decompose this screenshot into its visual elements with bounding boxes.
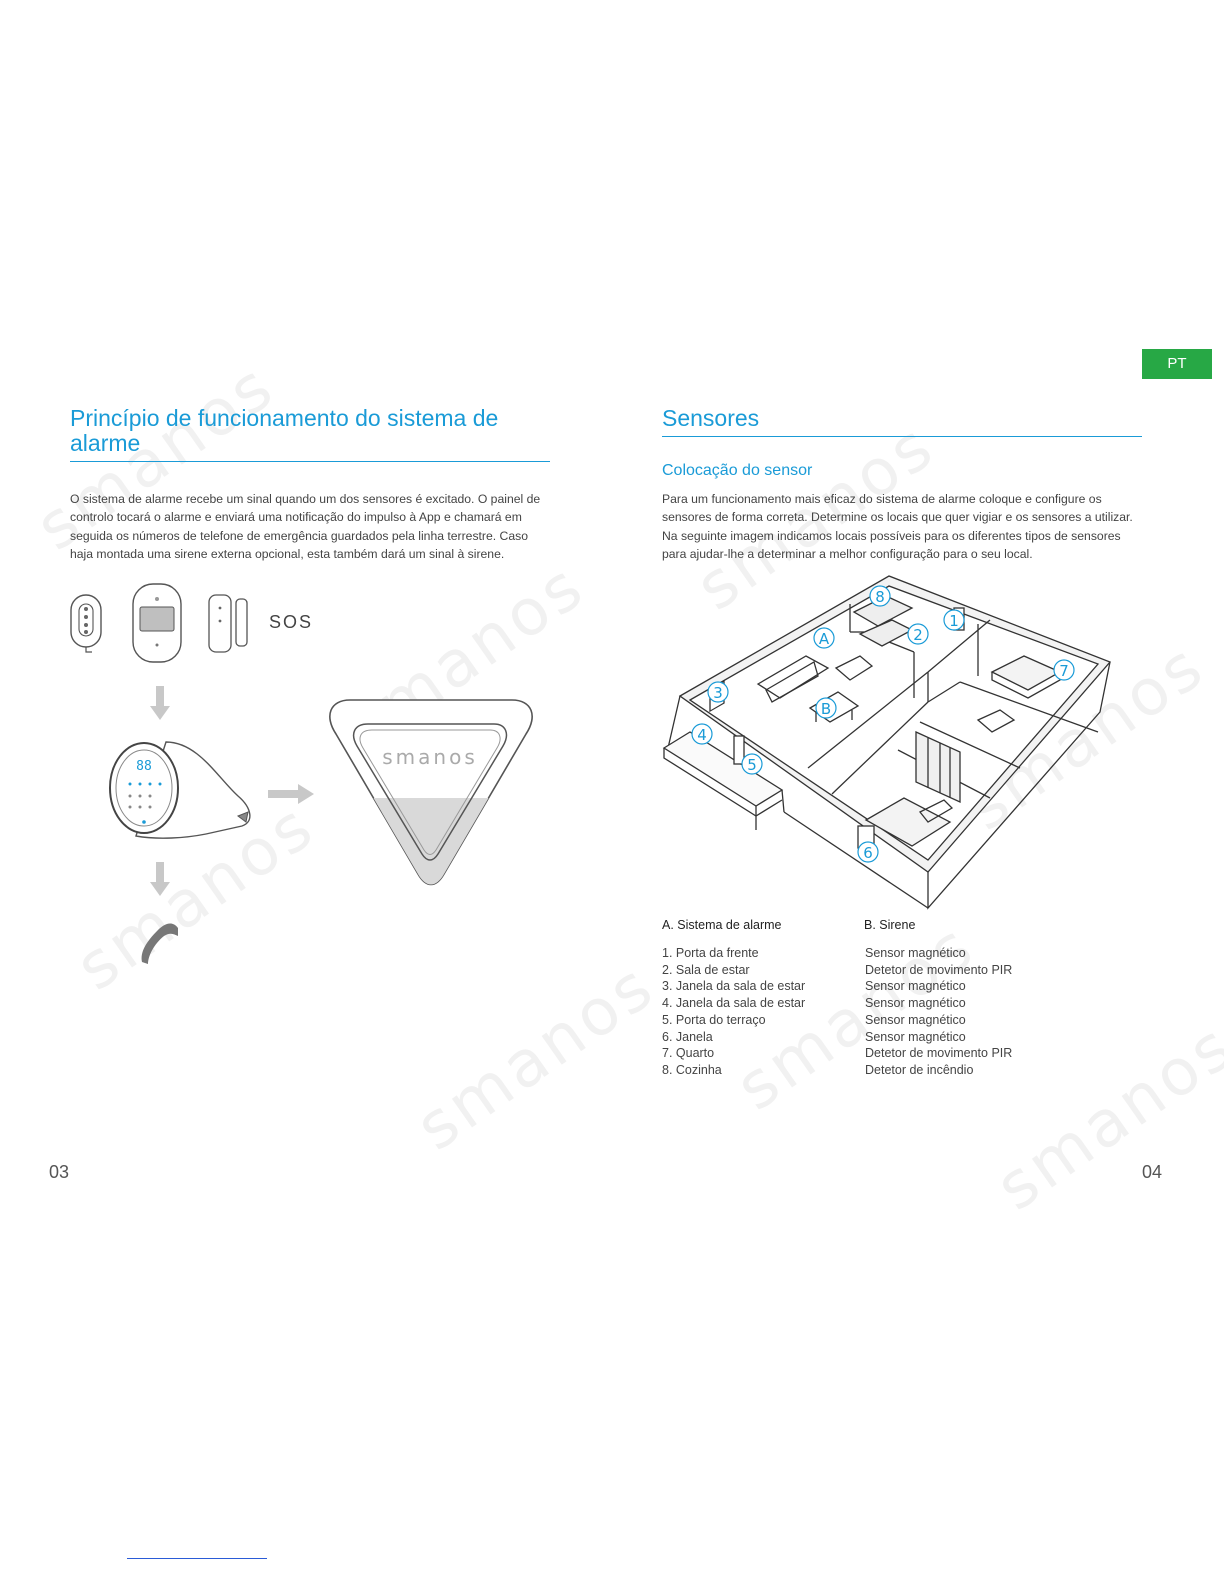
sensor-type-item: Sensor magnético [865,979,966,994]
language-tag: PT [1142,349,1212,379]
location-item: 1. Porta da frente [662,946,759,960]
arrow-right-icon [268,784,314,804]
floor-marker: 8 [875,588,885,606]
right-paragraph: Para um funcionamento mais eficaz do sis… [662,492,1133,562]
phone-handset-icon [141,923,178,964]
sensor-type-list: Sensor magnético Detetor de movimento PI… [865,945,1012,1079]
sensor-type-item: Detetor de movimento PIR [865,1046,1013,1061]
floor-marker: 7 [1059,662,1069,680]
watermark: smanos [403,948,669,1166]
sensor-type-item: Sensor magnético [865,1012,966,1027]
location-item: 5. Porta do terraço [662,1012,766,1027]
floor-marker: A [819,630,830,648]
siren-illustration: smanos [329,699,533,886]
floor-plan-illustration: 1 2 3 4 5 6 7 8 A B [662,575,1112,910]
left-page-number: 03 [49,1162,70,1182]
pir-motion-sensor-icon [132,583,182,663]
sensor-type-item: Sensor magnético [865,1029,966,1044]
floor-marker: 1 [949,612,959,630]
left-paragraph: O sistema de alarme recebe um sinal quan… [70,492,541,562]
floor-marker: 4 [697,726,707,744]
legend-heading-siren: B. Sirene [864,918,916,932]
watermark: smanos [983,1008,1224,1226]
location-item: 6. Janela [662,1029,713,1044]
location-item: 3. Janela da sala de estar [662,979,806,994]
legend-heading-alarm-system: A. Sistema de alarme [662,918,782,932]
remote-keyfob-icon [70,594,102,653]
sensor-type-item: Sensor magnético [865,996,966,1011]
floor-marker: 6 [863,844,873,862]
floor-marker: 3 [713,684,723,702]
magnetic-contact-sensor-icon [208,594,248,653]
left-page-title: Princípio de funcionamento do sistema de… [70,405,499,456]
arrow-down-icon [150,686,170,720]
left-title-rule [70,461,550,462]
underline-link[interactable] [127,1558,267,1559]
location-item: 2. Sala de estar [662,962,750,977]
siren-brand-label: smanos [382,745,478,769]
location-item: 8. Cozinha [662,1062,722,1077]
control-panel-illustration: 88 [109,741,251,839]
location-item: 4. Janela da sala de estar [662,996,806,1011]
sensor-type-item: Detetor de incêndio [865,1062,974,1077]
right-title-rule [662,436,1142,437]
floor-marker: 2 [913,626,923,644]
floor-marker: B [821,700,831,718]
sos-button-label: SOS [269,612,314,632]
right-subtitle: Colocação do sensor [662,462,813,479]
sensor-type-item: Detetor de movimento PIR [865,962,1013,977]
location-item: 7. Quarto [662,1046,715,1061]
sensor-type-item: Sensor magnético [865,946,966,960]
location-list: 1. Porta da frente 2. Sala de estar 3. J… [662,945,805,1079]
right-page-title: Sensores [662,405,760,431]
right-page-number: 04 [1142,1162,1163,1182]
floor-marker: 5 [747,756,757,774]
panel-display-digits: 88 [136,759,152,774]
arrow-down-icon [150,862,170,896]
